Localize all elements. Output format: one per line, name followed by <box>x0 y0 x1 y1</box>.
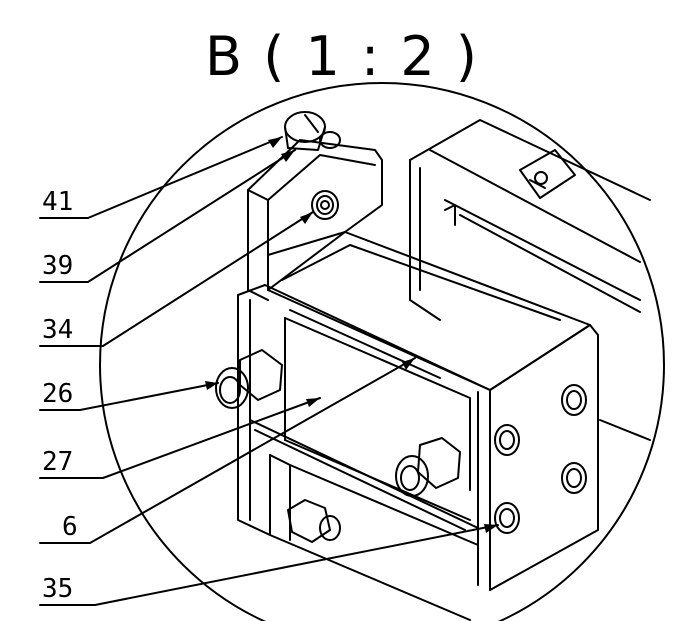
leader-34 <box>39 211 314 347</box>
assembly-drawing <box>215 111 651 621</box>
leader-35 <box>39 524 499 606</box>
nut-bottom <box>287 499 341 543</box>
bolts-right-face <box>494 384 587 534</box>
leader-27 <box>39 397 321 479</box>
nut-top <box>284 111 341 151</box>
callout-41: 41 <box>42 187 73 217</box>
callout-leaders <box>39 136 499 606</box>
callout-34: 34 <box>42 315 73 345</box>
callout-labels: 41 39 34 26 27 6 35 <box>42 187 78 604</box>
fitting-right <box>395 437 461 497</box>
detail-view-title: B ( 1 : 2 ) <box>205 25 479 88</box>
callout-39: 39 <box>42 251 73 281</box>
leader-26 <box>39 382 219 411</box>
callout-27: 27 <box>42 447 73 477</box>
detail-circle <box>99 82 665 621</box>
callout-26: 26 <box>42 379 73 409</box>
callout-6: 6 <box>62 512 78 542</box>
callout-35: 35 <box>42 574 73 604</box>
leader-41 <box>39 136 283 219</box>
fitting-26 <box>215 349 283 409</box>
bolt-34 <box>311 190 339 220</box>
leader-39 <box>39 149 296 283</box>
leader-6 <box>39 357 416 544</box>
